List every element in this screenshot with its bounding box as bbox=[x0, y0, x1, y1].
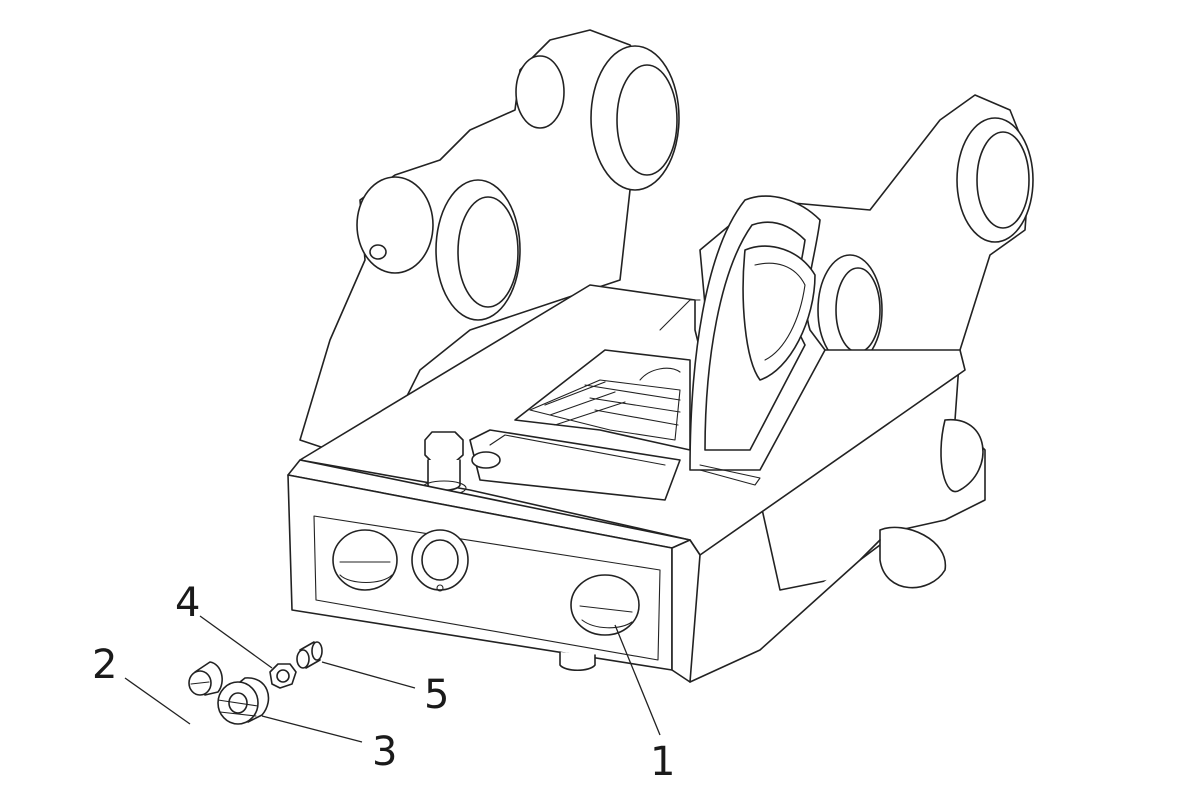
slotted-pin bbox=[188, 661, 223, 696]
leader-5 bbox=[321, 661, 416, 689]
leader-4 bbox=[199, 615, 273, 669]
callout-5: 5 bbox=[424, 672, 449, 718]
callout-2: 2 bbox=[92, 642, 117, 688]
front-side-plate bbox=[299, 29, 680, 461]
front-wedge-plate bbox=[287, 459, 881, 683]
callout-3: 3 bbox=[372, 729, 397, 775]
slotted-bushing bbox=[217, 677, 270, 725]
callout-labels: 1 2 3 4 5 bbox=[92, 580, 675, 785]
locking-hook bbox=[689, 195, 826, 486]
leader-3 bbox=[261, 715, 363, 743]
hex-bolt bbox=[421, 431, 467, 496]
leader-2 bbox=[124, 677, 191, 725]
callout-4: 4 bbox=[175, 580, 200, 626]
leader-lines bbox=[124, 615, 661, 743]
hex-nut bbox=[269, 663, 297, 689]
leader-1 bbox=[614, 624, 661, 736]
callout-1: 1 bbox=[650, 739, 675, 785]
set-screw bbox=[296, 641, 323, 669]
